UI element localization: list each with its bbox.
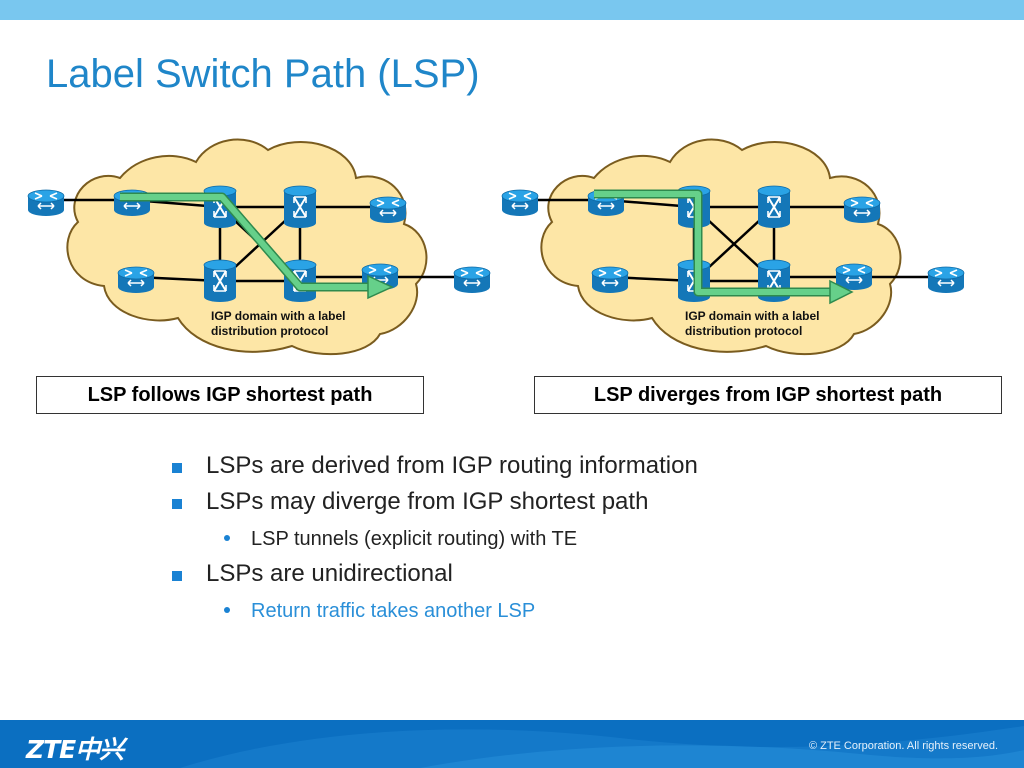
footer-bar: ZTE中兴 © ZTE Corporation. All rights rese… (0, 720, 1024, 768)
switch-icon (757, 185, 791, 229)
bullet-list: LSPs are derived from IGP routing inform… (168, 452, 928, 632)
square-bullet-icon (172, 571, 182, 581)
sub-bullet-text: Return traffic takes another LSP (251, 600, 536, 622)
router-icon (591, 266, 629, 294)
left-caption: LSP follows IGP shortest path (36, 376, 424, 414)
right-cloud-label-line2: distribution protocol (685, 324, 802, 338)
zte-logo: ZTE中兴 (26, 735, 124, 764)
left-cloud-label-line1: IGP domain with a label (211, 309, 345, 323)
router-icon (117, 266, 155, 294)
dot-bullet-icon (224, 535, 230, 541)
router-icon (501, 189, 539, 217)
router-icon (369, 196, 407, 224)
arrowhead-icon (829, 279, 854, 305)
arrowhead-icon (367, 274, 394, 300)
square-bullet-icon (172, 463, 182, 473)
square-bullet-icon (172, 499, 182, 509)
bullet-text: LSPs are derived from IGP routing inform… (206, 452, 698, 479)
top-accent-bar (0, 0, 1024, 20)
bullet-item: LSPs may diverge from IGP shortest path (168, 488, 928, 524)
switch-icon (283, 185, 317, 229)
router-icon (27, 189, 65, 217)
sub-bullet-text: LSP tunnels (explicit routing) with TE (251, 528, 578, 550)
router-icon (453, 266, 491, 294)
bullet-text: LSPs are unidirectional (206, 560, 453, 587)
bullet-item: LSPs are unidirectional (168, 560, 928, 596)
right-caption: LSP diverges from IGP shortest path (534, 376, 1002, 414)
switch-icon (203, 259, 237, 303)
right-diagram: IGP domain with a label distribution pro… (501, 138, 965, 356)
slide-title: Label Switch Path (LSP) (46, 52, 480, 96)
bullet-text: LSPs may diverge from IGP shortest path (206, 488, 649, 515)
left-cloud-label-line2: distribution protocol (211, 324, 328, 338)
bullet-item: LSPs are derived from IGP routing inform… (168, 452, 928, 488)
router-icon (927, 266, 965, 294)
lsp-diagram: IGP domain with a label distribution pro… (27, 138, 965, 356)
dot-bullet-icon (224, 607, 230, 613)
sub-bullet-item: Return traffic takes another LSP (168, 596, 928, 632)
router-icon (843, 196, 881, 224)
left-diagram: IGP domain with a label distribution pro… (27, 138, 491, 356)
copyright-text: © ZTE Corporation. All rights reserved. (808, 740, 998, 752)
right-cloud-label-line1: IGP domain with a label (685, 309, 819, 323)
sub-bullet-item: LSP tunnels (explicit routing) with TE (168, 524, 928, 560)
footer-wave-decoration (180, 726, 1024, 768)
